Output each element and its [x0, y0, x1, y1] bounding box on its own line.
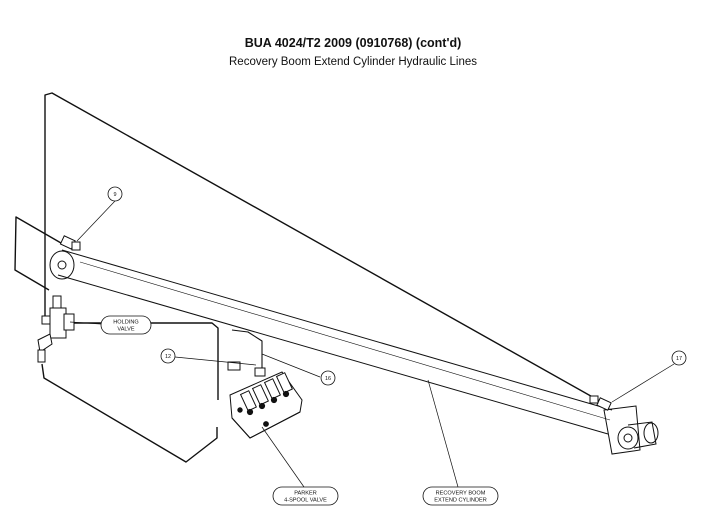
holding-valve-lower-nut	[37, 349, 46, 363]
callout-9-text: 9	[113, 192, 116, 198]
valve-spool-ends	[237, 390, 290, 427]
cylinder-mid-line	[79, 261, 611, 421]
leader-holding-valve	[69, 321, 102, 325]
cylinder-bottom-edge	[57, 274, 609, 435]
recovery-cylinder-label: RECOVERY BOOM EXTEND CYLINDER	[422, 486, 499, 506]
leader-recovery-cylinder	[427, 379, 459, 488]
valve-port-fitting	[254, 367, 266, 377]
callout-9: 9	[107, 186, 123, 202]
parker-valve-label-line1: PARKER	[294, 491, 317, 497]
holding-valve-top-fitting	[52, 295, 62, 309]
holding-valve-label-line1: HOLDING	[113, 320, 139, 326]
rear-port-nut	[71, 241, 81, 251]
recovery-boom-cylinder	[49, 249, 659, 455]
holding-valve-lower-fitting	[37, 333, 53, 353]
callout-16: 16	[320, 370, 336, 386]
parker-spool-valve	[227, 361, 303, 439]
callout-12-text: 12	[165, 354, 171, 360]
valve-spools	[239, 372, 293, 412]
rod-end-eye	[617, 426, 639, 450]
callout-12: 12	[160, 348, 176, 364]
cylinder-fittings	[59, 235, 612, 411]
callout-16-text: 16	[325, 376, 331, 382]
rod-end-eye-hole	[623, 433, 633, 443]
valve-riser-hose	[231, 329, 263, 372]
parker-valve-label: PARKER 4-SPOOL VALVE	[272, 486, 339, 506]
rod-end-pin	[643, 422, 659, 444]
hydraulic-hoses	[14, 92, 606, 463]
valve-body-face	[231, 411, 301, 439]
holding-valve-label: HOLDING VALVE	[100, 315, 152, 335]
callout-17-text: 17	[676, 356, 682, 362]
front-port-fitting	[596, 397, 612, 411]
rear-eye-hole	[57, 260, 67, 270]
leader-16	[261, 353, 321, 378]
front-port-nut	[589, 395, 599, 404]
page-subtitle: Recovery Boom Extend Cylinder Hydraulic …	[229, 56, 477, 68]
recovery-cylinder-label-line1: RECOVERY BOOM	[436, 491, 486, 497]
holding-valve	[37, 295, 75, 363]
upper-hose-line	[44, 92, 606, 405]
valve-inlet-fitting	[227, 361, 241, 371]
rod-end-pin-block	[627, 421, 657, 449]
leader-lines	[69, 200, 675, 488]
leader-12	[174, 356, 257, 366]
page-title: BUA 4024/T2 2009 (0910768) (cont'd)	[244, 36, 462, 50]
leader-17	[611, 363, 675, 403]
parker-valve-label-line2: 4-SPOOL VALVE	[284, 498, 327, 504]
leader-parker-valve	[261, 426, 305, 488]
holding-valve-side-fitting	[41, 315, 51, 325]
callout-17: 17	[671, 350, 687, 366]
holding-valve-label-line2: VALVE	[117, 327, 134, 333]
cylinder-rear-eye	[49, 250, 75, 280]
leader-9	[76, 200, 116, 242]
valve-feed-hose	[61, 322, 219, 400]
lower-hose-loop	[41, 363, 218, 463]
cylinder-rod-end-block	[603, 405, 641, 455]
left-hose-loop	[14, 216, 62, 291]
cylinder-top-edge	[61, 249, 613, 411]
recovery-cylinder-label-line2: EXTEND CYLINDER	[434, 498, 487, 504]
